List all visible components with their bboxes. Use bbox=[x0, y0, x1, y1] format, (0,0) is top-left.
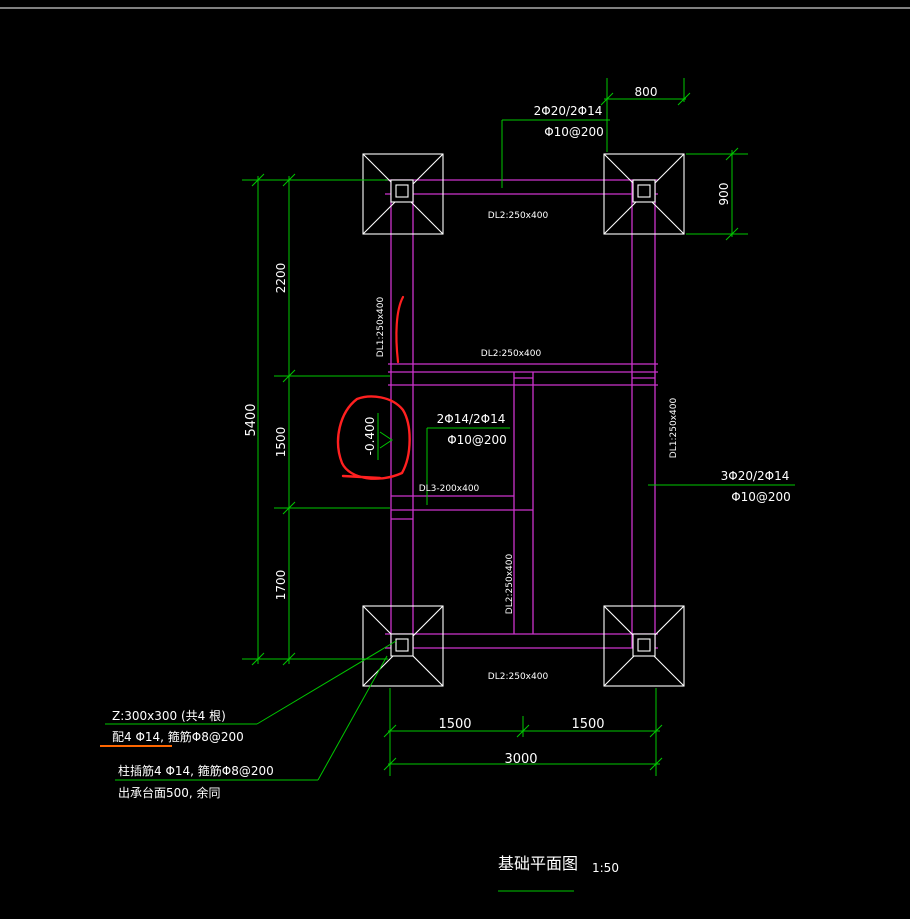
footing-top-left bbox=[362, 153, 444, 235]
dim-footing-width: 800 bbox=[635, 85, 658, 99]
red-circle-annotation bbox=[336, 395, 411, 480]
callout-right-line1: 3Φ20/2Φ14 bbox=[721, 469, 790, 483]
callout-top-line2: Φ10@200 bbox=[544, 125, 604, 139]
footing-bottom-left bbox=[362, 605, 444, 687]
red-stroke-annotation bbox=[395, 295, 405, 364]
beam-label-left: DL1:250x400 bbox=[376, 297, 386, 358]
footing-bottom-right bbox=[603, 605, 685, 687]
dim-segment-middle: 1500 bbox=[274, 427, 288, 458]
callout-mid-line1: 2Φ14/2Φ14 bbox=[437, 412, 506, 426]
beam-label-right: DL1:250x400 bbox=[669, 398, 679, 459]
beam-layer bbox=[385, 179, 658, 649]
dim-total-height: 5400 bbox=[244, 403, 259, 436]
dim-span-right: 1500 bbox=[571, 717, 604, 732]
note-dowel-line1: 柱插筋4 Φ14, 箍筋Φ8@200 bbox=[118, 763, 274, 778]
beam-label-middle: DL2:250x400 bbox=[481, 349, 542, 359]
callout-mid-line2: Φ10@200 bbox=[447, 433, 507, 447]
drawing-scale: 1:50 bbox=[592, 861, 619, 875]
callout-top-line1: 2Φ20/2Φ14 bbox=[534, 104, 603, 118]
dim-footing-height: 900 bbox=[717, 183, 731, 206]
drawing-title: 基础平面图 bbox=[498, 854, 578, 873]
beam-label-inner: DL2:250x400 bbox=[505, 554, 515, 615]
callout-right-line2: Φ10@200 bbox=[731, 490, 791, 504]
beam-label-top: DL2:250x400 bbox=[488, 211, 549, 221]
dim-segment-top: 2200 bbox=[274, 263, 288, 294]
note-column-line2: 配4 Φ14, 箍筋Φ8@200 bbox=[112, 729, 244, 744]
dimension-layer bbox=[105, 78, 795, 892]
beam-label-short: DL3-200x400 bbox=[419, 484, 480, 494]
note-column-line1: Z:300x300 (共4 根) bbox=[112, 709, 226, 723]
dim-span-left: 1500 bbox=[438, 717, 471, 732]
elevation-label: -0.400 bbox=[363, 417, 377, 456]
note-dowel-line2: 出承台面500, 余同 bbox=[118, 785, 221, 800]
beam-label-bottom: DL2:250x400 bbox=[488, 672, 549, 682]
dim-total-width: 3000 bbox=[504, 752, 537, 767]
dim-segment-bottom: 1700 bbox=[274, 570, 288, 601]
footing-top-right bbox=[603, 153, 685, 235]
footing-layer bbox=[362, 153, 685, 687]
